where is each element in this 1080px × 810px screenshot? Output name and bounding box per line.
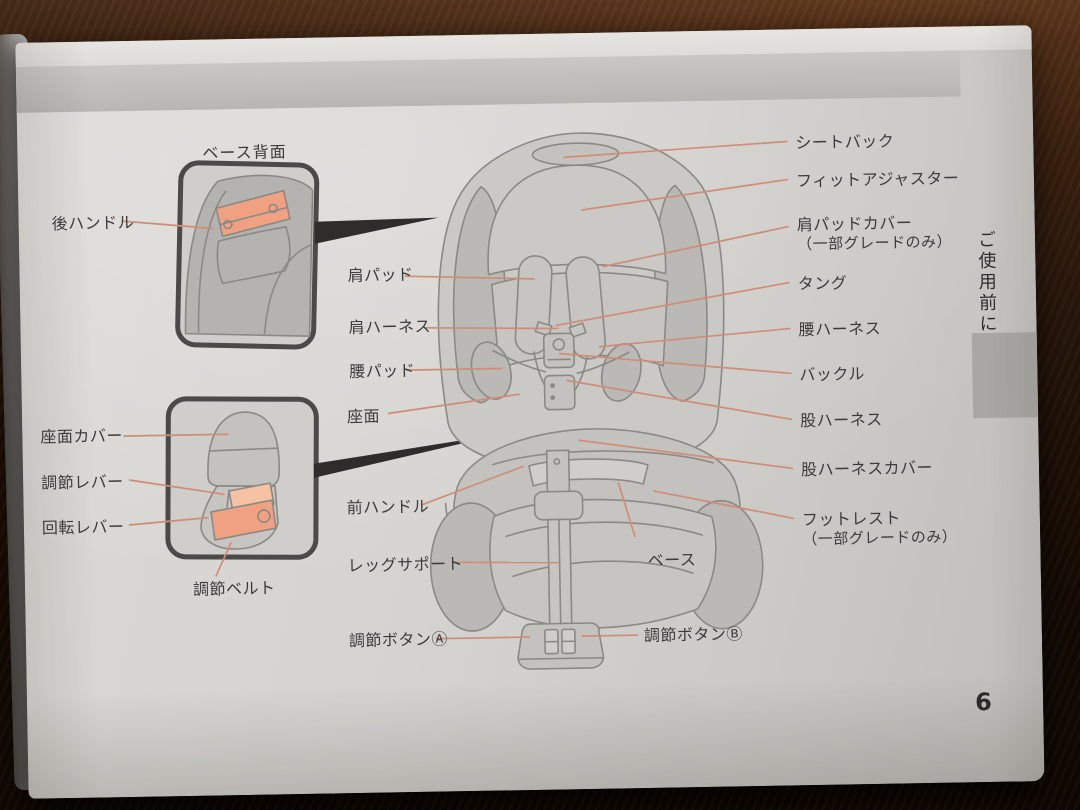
label-adjust-lever: 調節レバー (40, 472, 124, 493)
label-rotate-lever: 回転レバー (41, 517, 125, 538)
label-seat-back: シートバック (795, 131, 895, 153)
page-number: 6 (974, 687, 993, 717)
label-footrest-note: （一部グレードのみ） (802, 527, 958, 549)
label-footrest: フットレスト (801, 508, 902, 530)
carseat-front-view (429, 132, 764, 670)
label-seat-surface: 座面 (346, 406, 381, 427)
leader-lines (121, 140, 795, 640)
connector-wedge-bottom (313, 433, 506, 478)
label-waist-pad: 腰パッド (349, 360, 416, 382)
label-shoulder-pad-cover-note: （一部グレードのみ） (796, 232, 953, 254)
manual-page: ベース背面 後ハンドル 肩パッド 肩ハーネス 腰パッド 座面 座面カバー 調節レ… (15, 25, 1045, 799)
label-crotch-harness-cover: 股ハーネスカバー (800, 457, 934, 480)
inset-base-rear (175, 160, 320, 350)
connector-wedge-top (314, 217, 439, 244)
label-adjust-button-b: 調節ボタンⒷ (643, 624, 744, 646)
label-leg-support: レッグサポート (347, 554, 464, 576)
inset-seat-top (165, 396, 319, 560)
label-seat-cover: 座面カバー (40, 426, 124, 447)
carseat-parts-diagram (121, 132, 795, 670)
label-shoulder-pad: 肩パッド (347, 265, 414, 286)
label-shoulder-harness: 肩ハーネス (348, 316, 432, 338)
label-base-rear-title: ベース背面 (202, 142, 287, 163)
side-tab-block (971, 332, 1039, 419)
label-crotch-harness: 股ハーネス (800, 409, 883, 431)
label-shoulder-pad-cover: 肩パッドカバー (796, 213, 913, 235)
label-adjust-belt: 調節ベルト (192, 578, 276, 599)
label-rear-handle: 後ハンドル (51, 212, 135, 234)
label-front-handle: 前ハンドル (346, 496, 430, 518)
side-tab-label: ご使用前に (974, 229, 998, 336)
label-tongue: タング (797, 273, 848, 294)
label-adjust-button-a: 調節ボタンⒶ (348, 629, 449, 651)
label-fit-adjuster: フィットアジャスター (795, 168, 960, 191)
label-waist-harness: 腰ハーネス (798, 318, 882, 340)
label-base: ベース (647, 550, 697, 570)
label-buckle: バックル (799, 364, 866, 385)
